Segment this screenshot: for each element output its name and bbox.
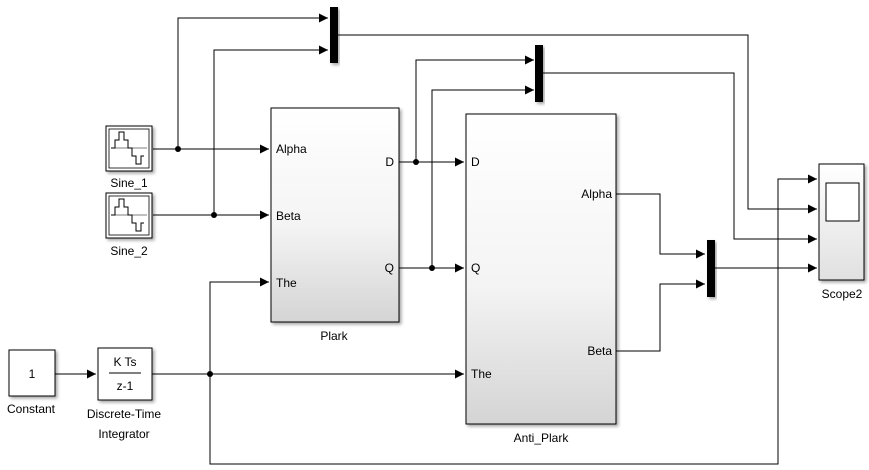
anti-plark-subsystem[interactable]: D Q The Alpha Beta Anti_Plark xyxy=(465,113,617,445)
wire-integrator-to-scope-in1 xyxy=(209,174,817,465)
wire-plark-q-to-mux-mid xyxy=(431,85,534,268)
plark-out-q: Q xyxy=(385,261,394,275)
scope-screen-icon xyxy=(825,182,860,222)
sine2-block[interactable]: Sine_2 xyxy=(105,192,153,258)
constant-block[interactable]: 1 Constant xyxy=(7,349,56,416)
branch-point xyxy=(175,146,181,152)
integrator-label-line2: Integrator xyxy=(98,427,149,441)
wire-sine1-to-mux-top xyxy=(177,13,328,149)
constant-label: Constant xyxy=(7,402,56,416)
mux-mid[interactable] xyxy=(535,45,543,102)
branch-point xyxy=(413,159,419,165)
discrete-sine-icon xyxy=(111,131,144,165)
sine2-label: Sine_2 xyxy=(110,244,148,258)
anti-plark-in-d: D xyxy=(471,155,480,169)
wire-antiplark-beta-to-mux-right xyxy=(616,279,705,352)
constant-value: 1 xyxy=(29,367,36,381)
wire-integrator-to-plark-the xyxy=(209,277,269,374)
mux-right[interactable] xyxy=(707,240,715,297)
wire-sine2-to-mux-top xyxy=(213,45,328,215)
mux-top[interactable] xyxy=(330,7,338,63)
plark-out-d: D xyxy=(385,155,394,169)
branch-point xyxy=(429,265,435,271)
anti-plark-out-beta: Beta xyxy=(587,344,612,358)
discrete-sine-icon xyxy=(111,198,144,232)
wire-mux-top-to-scope-in2 xyxy=(338,34,817,214)
anti-plark-label: Anti_Plark xyxy=(514,431,570,445)
scope-label: Scope2 xyxy=(822,287,863,301)
sine1-block[interactable]: Sine_1 xyxy=(105,125,153,190)
branch-point xyxy=(211,212,217,218)
anti-plark-in-q: Q xyxy=(471,261,480,275)
plark-in-alpha: Alpha xyxy=(276,142,307,156)
integrator-numerator: K Ts xyxy=(113,355,136,369)
branch-point xyxy=(207,371,213,377)
sine1-label: Sine_1 xyxy=(110,176,148,190)
anti-plark-out-alpha: Alpha xyxy=(581,187,612,201)
integrator-label-line1: Discrete-Time xyxy=(87,407,162,421)
plark-in-beta: Beta xyxy=(276,209,301,223)
plark-label: Plark xyxy=(320,329,348,343)
integrator-denominator: z-1 xyxy=(117,379,134,393)
wire-antiplark-alpha-to-mux-right xyxy=(616,193,705,259)
signal-lines xyxy=(55,13,817,465)
scope-block[interactable]: Scope2 xyxy=(818,163,865,301)
integrator-block[interactable]: K Ts z-1 Discrete-Time Integrator xyxy=(87,347,162,441)
plark-in-the: The xyxy=(276,276,297,290)
wire-plark-d-to-mux-mid xyxy=(415,55,534,162)
anti-plark-in-the: The xyxy=(471,367,492,381)
plark-subsystem[interactable]: Alpha Beta The D Q Plark xyxy=(270,107,400,343)
wire-mux-mid-to-scope-in3 xyxy=(543,72,817,244)
